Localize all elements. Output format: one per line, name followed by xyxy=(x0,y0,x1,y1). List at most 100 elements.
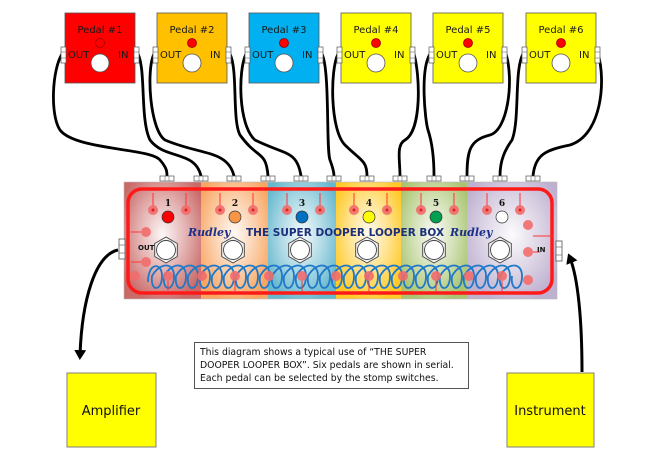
stomp-switch-6[interactable] xyxy=(488,236,512,264)
stomp-switch-2[interactable] xyxy=(221,236,245,264)
pedal-title: Pedal #1 xyxy=(78,25,123,36)
loop-led-icon xyxy=(362,210,376,224)
pedal-body xyxy=(156,12,228,84)
pedal-in-jack[interactable] xyxy=(225,46,232,64)
patch-cable xyxy=(397,52,420,178)
looper-in-label: IN xyxy=(537,246,546,254)
pedal-in-label: IN xyxy=(302,50,312,61)
pedal-title: Pedal #3 xyxy=(262,25,307,36)
pedal-in-jack[interactable] xyxy=(594,46,601,64)
cable-coil xyxy=(147,264,523,289)
loop-channel-3: 3 xyxy=(264,193,325,292)
looper-top-jack[interactable] xyxy=(459,175,475,182)
pedal-out-label: OUT xyxy=(344,50,366,61)
pedal-footswitch[interactable] xyxy=(182,53,202,73)
loop-channel-5: 5 xyxy=(398,193,459,292)
solder-pad xyxy=(431,271,441,281)
pedal-out-jack[interactable] xyxy=(152,46,159,64)
looper-top-jack[interactable] xyxy=(426,175,442,182)
looper-top-jack[interactable] xyxy=(326,175,342,182)
patch-cable xyxy=(239,52,303,178)
loop-channel-6: 6 xyxy=(464,193,525,292)
brand-logo-right: Rudley xyxy=(449,226,494,239)
loop-number: 3 xyxy=(299,199,305,209)
pedal-body xyxy=(340,12,412,84)
pedal-out-jack[interactable] xyxy=(244,46,251,64)
stomp-switch-5[interactable] xyxy=(422,236,446,264)
patch-cable xyxy=(320,52,336,178)
pedal-out-jack[interactable] xyxy=(521,46,528,64)
solder-pad xyxy=(197,271,207,281)
looper-top-jack[interactable] xyxy=(159,175,175,182)
pedal-footswitch[interactable] xyxy=(366,53,386,73)
stomp-switch-3[interactable] xyxy=(288,236,312,264)
pedal-footswitch[interactable] xyxy=(458,53,478,73)
pedal-out-label: OUT xyxy=(529,50,551,61)
pedal-footswitch[interactable] xyxy=(551,53,571,73)
patch-cables xyxy=(51,51,604,179)
looper-top-jack[interactable] xyxy=(492,175,508,182)
stomp-switch-4[interactable] xyxy=(355,236,379,264)
looper-out-label: OUT xyxy=(138,244,155,252)
pedal-footswitch[interactable] xyxy=(90,53,110,73)
instrument-label: Instrument xyxy=(514,404,586,419)
stomp-switch-1[interactable] xyxy=(154,236,178,264)
solder-pad xyxy=(297,271,307,281)
looper-top-jack[interactable] xyxy=(193,175,209,182)
solder-pad xyxy=(130,271,140,281)
looper-top-jack[interactable] xyxy=(525,175,541,182)
loop-led-icon xyxy=(295,210,309,224)
patch-cable xyxy=(465,52,511,178)
loop-led-icon xyxy=(495,210,509,224)
loop-channel-4: 4 xyxy=(331,193,392,292)
caption-line: This diagram shows a typical use of “THE… xyxy=(200,347,427,358)
looper-loop-outline xyxy=(126,187,554,295)
pedal-in-jack[interactable] xyxy=(409,46,416,64)
looper-top-jack[interactable] xyxy=(226,175,242,182)
amplifier-label: Amplifier xyxy=(82,404,141,419)
looper-top-jack[interactable] xyxy=(359,175,375,182)
solder-pad xyxy=(523,275,533,285)
pedal-in-label: IN xyxy=(486,50,496,61)
pedal-out-label: OUT xyxy=(252,50,274,61)
loop-led-icon xyxy=(429,210,443,224)
pedal-out-jack[interactable] xyxy=(428,46,435,64)
pedal-led-icon xyxy=(371,38,381,48)
patch-cable xyxy=(52,52,169,178)
pedal-footswitch[interactable] xyxy=(274,53,294,73)
solder-pad xyxy=(364,271,374,281)
pedal-in-label: IN xyxy=(579,50,589,61)
loop-led-icon xyxy=(161,210,175,224)
pedal-body xyxy=(525,12,597,84)
pedal-out-jack[interactable] xyxy=(336,46,343,64)
patch-cable xyxy=(228,52,270,178)
pedal-out-jack[interactable] xyxy=(60,46,67,64)
pedal-out-label: OUT xyxy=(160,50,182,61)
looper-top-jack[interactable] xyxy=(392,175,408,182)
loop-number: 2 xyxy=(232,199,238,209)
looper-top-jack[interactable] xyxy=(260,175,276,182)
pedal-in-jack[interactable] xyxy=(133,46,140,64)
solder-pad xyxy=(523,220,533,230)
instrument-cable-arrow xyxy=(566,253,584,373)
loop-number: 6 xyxy=(499,199,505,209)
pedal-body xyxy=(248,12,320,84)
pedal-in-jack[interactable] xyxy=(501,46,508,64)
coiled-wire xyxy=(147,264,523,289)
caption-box: This diagram shows a typical use of “THE… xyxy=(194,342,469,389)
patch-cable xyxy=(331,52,369,178)
pedal-in-jack[interactable] xyxy=(317,46,324,64)
solder-pad xyxy=(331,271,341,281)
caption-line: Each pedal can be selected by the stomp … xyxy=(200,373,439,384)
looper-in-jack[interactable] xyxy=(555,240,563,262)
looper-out-jack[interactable] xyxy=(118,238,126,260)
pedal-led-icon xyxy=(95,38,105,48)
solder-pad xyxy=(523,247,533,257)
looper-top-jack[interactable] xyxy=(293,175,309,182)
loop-channel-2: 2 xyxy=(197,193,258,292)
